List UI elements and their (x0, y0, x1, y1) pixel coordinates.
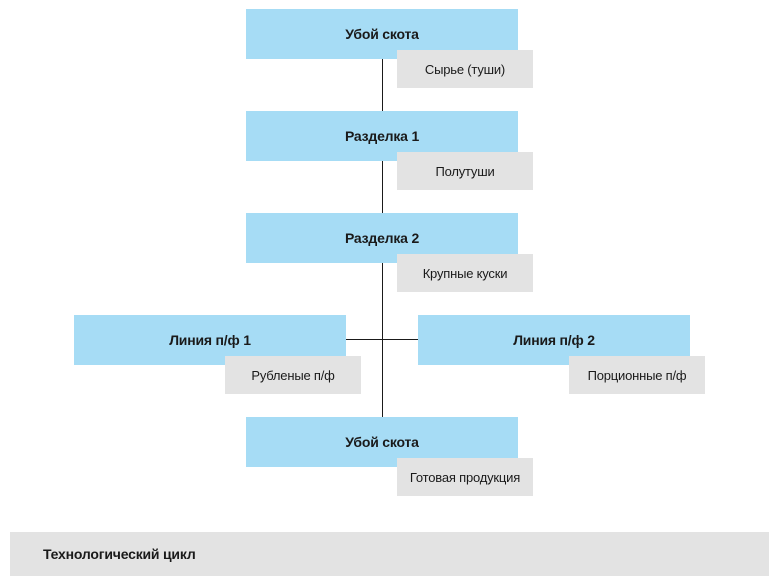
output-text: Порционные п/ф (587, 367, 687, 383)
connector-branch (346, 339, 418, 340)
output-label-large-pieces: Крупные куски (397, 254, 533, 292)
output-text: Полутуши (435, 163, 495, 179)
step-title: Разделка 1 (344, 128, 420, 144)
output-label-portioned: Порционные п/ф (569, 356, 705, 394)
output-label-half-carcasses: Полутуши (397, 152, 533, 190)
step-title: Линия п/ф 1 (169, 332, 251, 348)
footer-caption: Технологический цикл (43, 546, 196, 562)
step-title: Разделка 2 (344, 230, 420, 246)
step-title: Убой скота (345, 434, 419, 450)
step-title: Линия п/ф 2 (513, 332, 595, 348)
footer-caption-bar: Технологический цикл (10, 532, 769, 576)
step-title: Убой скота (345, 26, 419, 42)
step-node-line-1: Линия п/ф 1 (74, 315, 346, 365)
output-text: Рубленые п/ф (251, 367, 335, 383)
output-label-finished-product: Готовая продукция (397, 458, 533, 496)
output-label-raw-carcasses: Сырье (туши) (397, 50, 533, 88)
output-text: Готовая продукция (409, 469, 521, 485)
output-label-minced: Рубленые п/ф (225, 356, 361, 394)
output-text: Крупные куски (422, 265, 508, 281)
output-text: Сырье (туши) (424, 61, 506, 77)
